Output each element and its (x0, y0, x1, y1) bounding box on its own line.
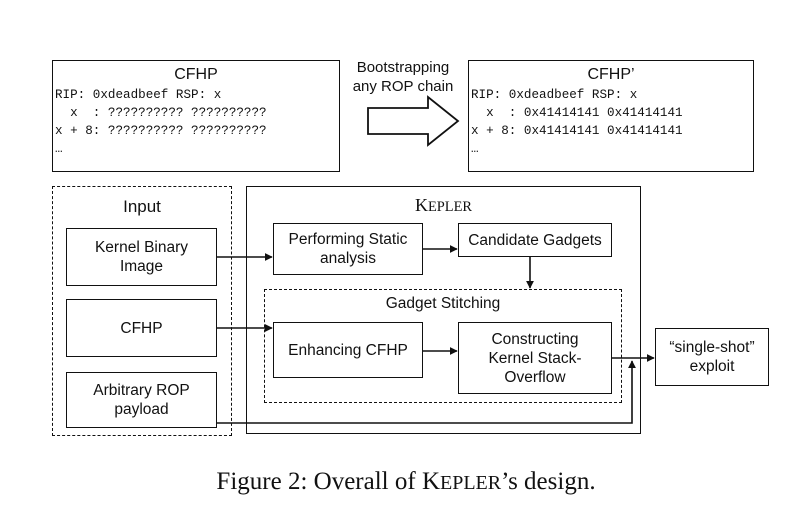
cfhp-after-title: CFHP’ (587, 66, 635, 83)
bootstrap-label: Bootstrapping any ROP chain (352, 59, 454, 95)
cfhp-after-line-4: … (471, 142, 479, 156)
figure-caption: Figure 2: Overall of KEPLER’s design. (0, 468, 812, 496)
gadget-stitching-group (264, 289, 622, 403)
input-group-title: Input (123, 197, 161, 216)
cfhp-after-line-1: RIP: 0xdeadbeef RSP: x (471, 88, 638, 102)
input-group (52, 186, 232, 436)
cfhp-after-box (468, 60, 754, 172)
kernel-binary-image-box: Kernel Binary Image (66, 228, 217, 286)
cfhp-after-line-3: x + 8: 0x41414141 0x41414141 (471, 124, 683, 138)
kepler-title-k: K (415, 195, 428, 215)
constructing-overflow-box: Constructing Kernel Stack- Overflow (458, 322, 612, 394)
cfhp-before-box (52, 60, 340, 172)
kepler-title: KEPLER (246, 195, 641, 216)
bootstrap-arrow-icon (367, 95, 460, 147)
caption-suffix: ’s design. (501, 468, 596, 495)
rop-payload-box: Arbitrary ROP payload (66, 372, 217, 428)
cfhp-before-line-3: x + 8: ?????????? ?????????? (55, 124, 267, 138)
cfhp-before-title: CFHP (174, 66, 218, 83)
single-shot-exploit-box: “single-shot” exploit (655, 328, 769, 386)
gadget-stitching-title: Gadget Stitching (385, 295, 501, 312)
cfhp-before-line-4: … (55, 142, 63, 156)
cfhp-before-line-1: RIP: 0xdeadbeef RSP: x (55, 88, 222, 102)
cfhp-after-line-2: x : 0x41414141 0x41414141 (471, 106, 683, 120)
kepler-title-rest: EPLER (428, 199, 472, 215)
cfhp-input-box: CFHP (66, 299, 217, 357)
kepler-box (246, 186, 641, 434)
cfhp-before-line-2: x : ?????????? ?????????? (55, 106, 267, 120)
caption-k: K (421, 468, 440, 495)
arrow-payload-to-exploit (217, 360, 636, 424)
enhancing-cfhp-box: Enhancing CFHP (273, 322, 423, 378)
caption-prefix: Figure 2: Overall of (216, 468, 422, 495)
static-analysis-box: Performing Static analysis (273, 223, 423, 275)
candidate-gadgets-box: Candidate Gadgets (458, 223, 612, 257)
caption-epler: EPLER (440, 472, 502, 494)
